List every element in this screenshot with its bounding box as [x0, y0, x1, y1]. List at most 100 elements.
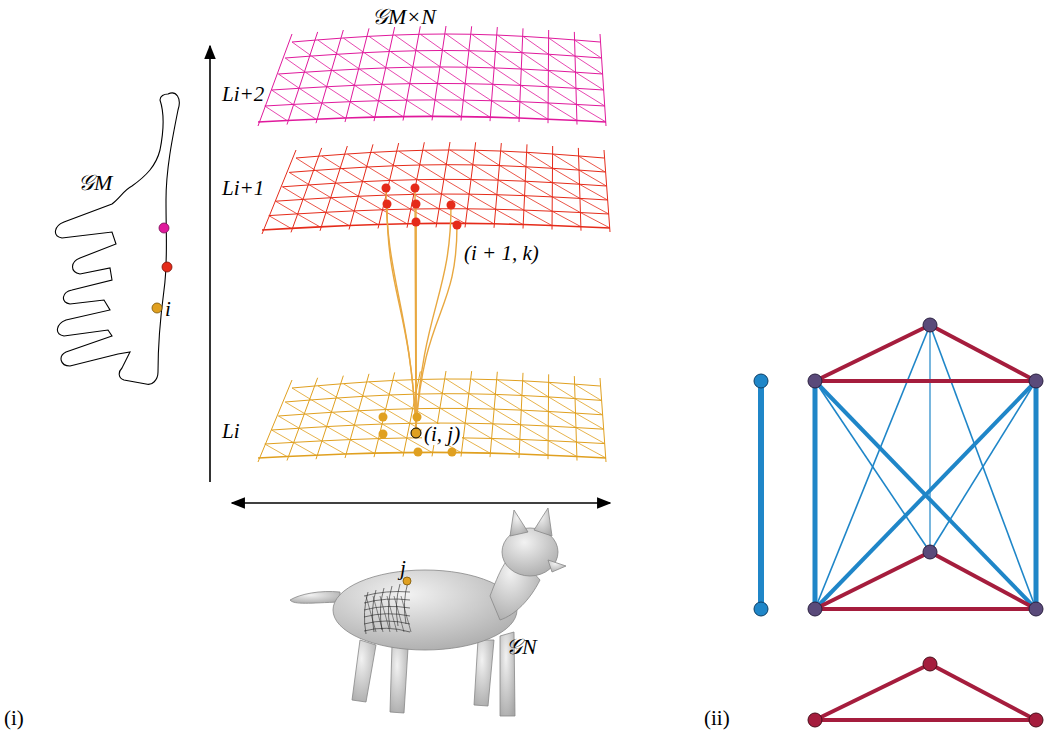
stroke [347, 154, 368, 167]
stroke [552, 146, 554, 230]
graph-vertex [808, 713, 822, 727]
layer-label: Li [222, 421, 240, 442]
vertex-dot [159, 223, 169, 233]
stroke [548, 374, 550, 459]
stroke [292, 42, 312, 56]
stroke [318, 386, 338, 398]
stroke [519, 373, 523, 458]
graph-vertex [923, 318, 937, 332]
shape-outline [55, 93, 179, 384]
stroke [520, 439, 548, 455]
stroke [930, 552, 1036, 609]
stroke [461, 371, 472, 456]
stroke [420, 34, 443, 50]
stroke [465, 142, 476, 227]
stroke [930, 325, 1036, 609]
stroke [523, 144, 527, 228]
stroke [321, 103, 345, 118]
stroke [391, 51, 414, 67]
vertex-label: j [400, 558, 406, 579]
stroke [575, 399, 603, 415]
stroke [443, 50, 467, 67]
stroke [382, 84, 406, 100]
stroke [293, 104, 316, 119]
stroke [521, 85, 549, 103]
stroke [272, 430, 294, 442]
stroke [758, 381, 764, 609]
stroke [552, 197, 580, 213]
grid-dot [379, 430, 388, 439]
stroke [374, 27, 395, 121]
stroke [549, 54, 576, 72]
stroke [553, 168, 580, 184]
stroke [471, 180, 497, 195]
curve-label: 𝒢M [78, 172, 112, 194]
stroke [322, 156, 342, 169]
stroke [443, 394, 467, 409]
graph-vertex [808, 374, 822, 388]
stroke [359, 69, 382, 84]
stroke [410, 84, 435, 100]
graph-vertex [923, 657, 937, 671]
stroke [576, 442, 606, 458]
grid-dot [412, 218, 421, 227]
stroke [600, 378, 606, 462]
stroke [354, 211, 378, 225]
stroke [355, 85, 379, 100]
stroke [343, 38, 364, 53]
stroke [549, 38, 575, 56]
stroke [287, 32, 318, 125]
stroke [415, 204, 416, 428]
stroke [469, 194, 495, 209]
stroke [364, 53, 386, 68]
stroke [282, 187, 303, 200]
stroke [493, 424, 520, 440]
stroke [576, 428, 605, 444]
stroke [299, 88, 321, 103]
stroke [494, 143, 501, 228]
stroke [293, 442, 316, 455]
grid-dots [379, 184, 462, 457]
stroke [548, 411, 576, 427]
stroke [494, 409, 520, 425]
stroke [396, 584, 400, 626]
stroke [269, 216, 291, 229]
stroke [364, 592, 410, 597]
stroke [1034, 381, 1039, 609]
stroke [463, 100, 490, 117]
stroke [364, 396, 386, 409]
stroke [580, 213, 610, 228]
stroke [490, 372, 497, 457]
stroke [401, 596, 411, 632]
stroke [342, 169, 364, 182]
stroke [312, 400, 333, 412]
stroke [579, 184, 607, 200]
stroke [404, 582, 408, 624]
graph-vertex [1029, 374, 1043, 388]
stroke [495, 209, 523, 224]
stroke [548, 441, 577, 457]
stroke [413, 67, 437, 83]
stroke [815, 552, 930, 609]
vertical-axis [209, 46, 211, 482]
stroke [387, 204, 416, 428]
graph-vertex [808, 602, 822, 616]
grid-dot [413, 413, 422, 422]
stroke [265, 444, 287, 457]
stroke [580, 198, 609, 214]
stroke [332, 70, 354, 85]
stroke [386, 410, 410, 424]
stroke [523, 36, 549, 54]
stroke [417, 394, 441, 408]
stroke [467, 67, 493, 84]
stroke [552, 183, 580, 199]
stroke [382, 210, 407, 224]
stroke [291, 148, 322, 232]
stroke [574, 40, 601, 58]
stroke [579, 170, 607, 186]
stroke [470, 394, 495, 409]
stroke [285, 402, 305, 414]
stroke [287, 378, 318, 461]
stroke [442, 194, 468, 209]
stroke [406, 100, 432, 116]
